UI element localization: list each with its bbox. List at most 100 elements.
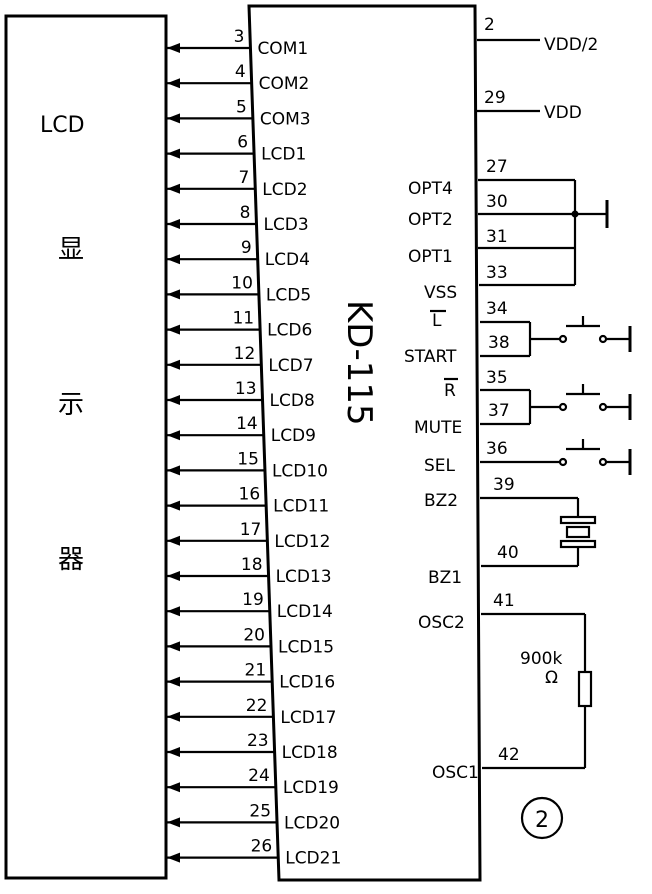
pin-arrow — [167, 359, 180, 370]
switch-contact — [598, 402, 608, 412]
pin-label: LCD4 — [265, 250, 310, 270]
right-pin-group: 2 VDD/2 29 VDD 27 30 31 33 OPT4 OPT2 OPT… — [404, 15, 632, 840]
pin-label: LCD16 — [279, 673, 335, 693]
pin-label: LCD5 — [266, 285, 311, 305]
label-mute: MUTE — [414, 418, 462, 438]
label-r: R — [444, 381, 456, 401]
pin-34-number: 34 — [486, 299, 508, 319]
buzzer-plate — [559, 515, 597, 525]
pin-36-number: 36 — [486, 439, 508, 459]
figure-number: 2 — [535, 808, 549, 833]
pin-label: LCD11 — [273, 497, 329, 517]
pin-label: LCD12 — [274, 532, 330, 552]
pin-42-number: 42 — [498, 745, 520, 765]
pin-number: 22 — [246, 696, 268, 716]
pin-label: COM3 — [260, 109, 311, 129]
pin-number: 19 — [242, 590, 264, 610]
pin-label: LCD8 — [270, 391, 315, 411]
pin-number: 7 — [238, 168, 249, 188]
pin-number: 26 — [251, 837, 273, 857]
net-vdd: VDD — [544, 103, 582, 123]
pin-30-number: 30 — [486, 192, 508, 212]
pin-arrow — [167, 43, 180, 53]
lcd-display-box — [4, 14, 168, 880]
net-vdd-half: VDD/2 — [544, 35, 598, 55]
pin-40-number: 40 — [497, 543, 519, 563]
pin-number: 10 — [231, 273, 253, 293]
label-opt2: OPT2 — [408, 210, 453, 230]
pin-arrow — [167, 113, 180, 124]
pin-label: LCD15 — [278, 637, 334, 657]
switch-contact — [558, 402, 568, 412]
pin-label: LCD3 — [263, 215, 308, 235]
label-vss: VSS — [424, 283, 457, 303]
pin-arrow — [167, 676, 180, 687]
chip-body — [247, 4, 482, 882]
pin-label: LCD14 — [277, 602, 333, 622]
pin-label: LCD17 — [280, 708, 336, 728]
pin-arrow — [167, 535, 180, 546]
pin-number: 11 — [232, 309, 254, 329]
pin-label: LCD9 — [271, 426, 316, 446]
label-opt4: OPT4 — [408, 179, 453, 199]
pin-label: COM1 — [257, 39, 308, 59]
pin-label: LCD1 — [261, 145, 306, 165]
pin-number: 17 — [240, 520, 262, 540]
pin-label: LCD21 — [285, 849, 341, 869]
label-l: L — [432, 311, 442, 331]
label-osc2: OSC2 — [418, 613, 465, 633]
pin-arrow — [167, 395, 180, 405]
buzzer-plate — [559, 539, 597, 549]
pin-arrow — [167, 817, 180, 828]
pin-arrow — [167, 711, 180, 722]
pin-number: 13 — [235, 379, 257, 399]
pin-number: 20 — [243, 625, 265, 645]
pin-arrow — [167, 465, 180, 476]
pin-number: 6 — [237, 133, 248, 153]
resistor-unit: Ω — [545, 668, 558, 688]
pin-label: LCD20 — [284, 813, 340, 833]
pin-number: 12 — [234, 344, 256, 364]
switch-contact — [598, 457, 608, 467]
pin-number: 18 — [241, 555, 263, 575]
pin-number: 8 — [240, 203, 251, 223]
pin-arrow — [167, 571, 180, 581]
pin-arrow — [167, 430, 180, 441]
pin-arrow — [167, 78, 180, 89]
pin-arrow — [167, 500, 180, 511]
pin-number: 23 — [247, 731, 269, 751]
lcd-char-3: 器 — [58, 545, 84, 575]
pin-number: 4 — [235, 62, 246, 82]
pin-arrow — [167, 148, 180, 159]
switch-contact — [558, 457, 568, 467]
pin-arrow — [167, 782, 180, 793]
pin-35-number: 35 — [486, 368, 508, 388]
figure-number-circle — [520, 796, 564, 840]
pin-label: COM2 — [259, 74, 310, 94]
pin-number: 25 — [249, 801, 271, 821]
pin-label: LCD2 — [262, 180, 307, 200]
pin-38-number: 38 — [488, 333, 510, 353]
pin-number: 5 — [236, 97, 247, 117]
pin-label: LCD13 — [276, 567, 332, 587]
pin-number: 9 — [241, 238, 252, 258]
label-osc1: OSC1 — [432, 763, 479, 783]
switch-contact — [558, 334, 568, 344]
chip-name: KD-115 — [339, 300, 379, 426]
pin-number: 21 — [245, 661, 267, 681]
label-sel: SEL — [424, 456, 456, 476]
pin-arrow — [167, 641, 180, 652]
pin-33-number: 33 — [486, 263, 508, 283]
pin-39-number: 39 — [493, 475, 515, 495]
pin-31-number: 31 — [486, 227, 508, 247]
pin-arrow — [167, 324, 180, 335]
label-bz1: BZ1 — [428, 568, 462, 588]
pin-label: LCD18 — [282, 743, 338, 763]
pin-label: LCD6 — [267, 321, 312, 341]
buzzer-crystal — [565, 525, 591, 539]
label-opt1: OPT1 — [408, 247, 453, 267]
pin-number: 24 — [248, 766, 270, 786]
pin-number: 16 — [239, 485, 261, 505]
lcd-char-1: 显 — [58, 235, 84, 265]
